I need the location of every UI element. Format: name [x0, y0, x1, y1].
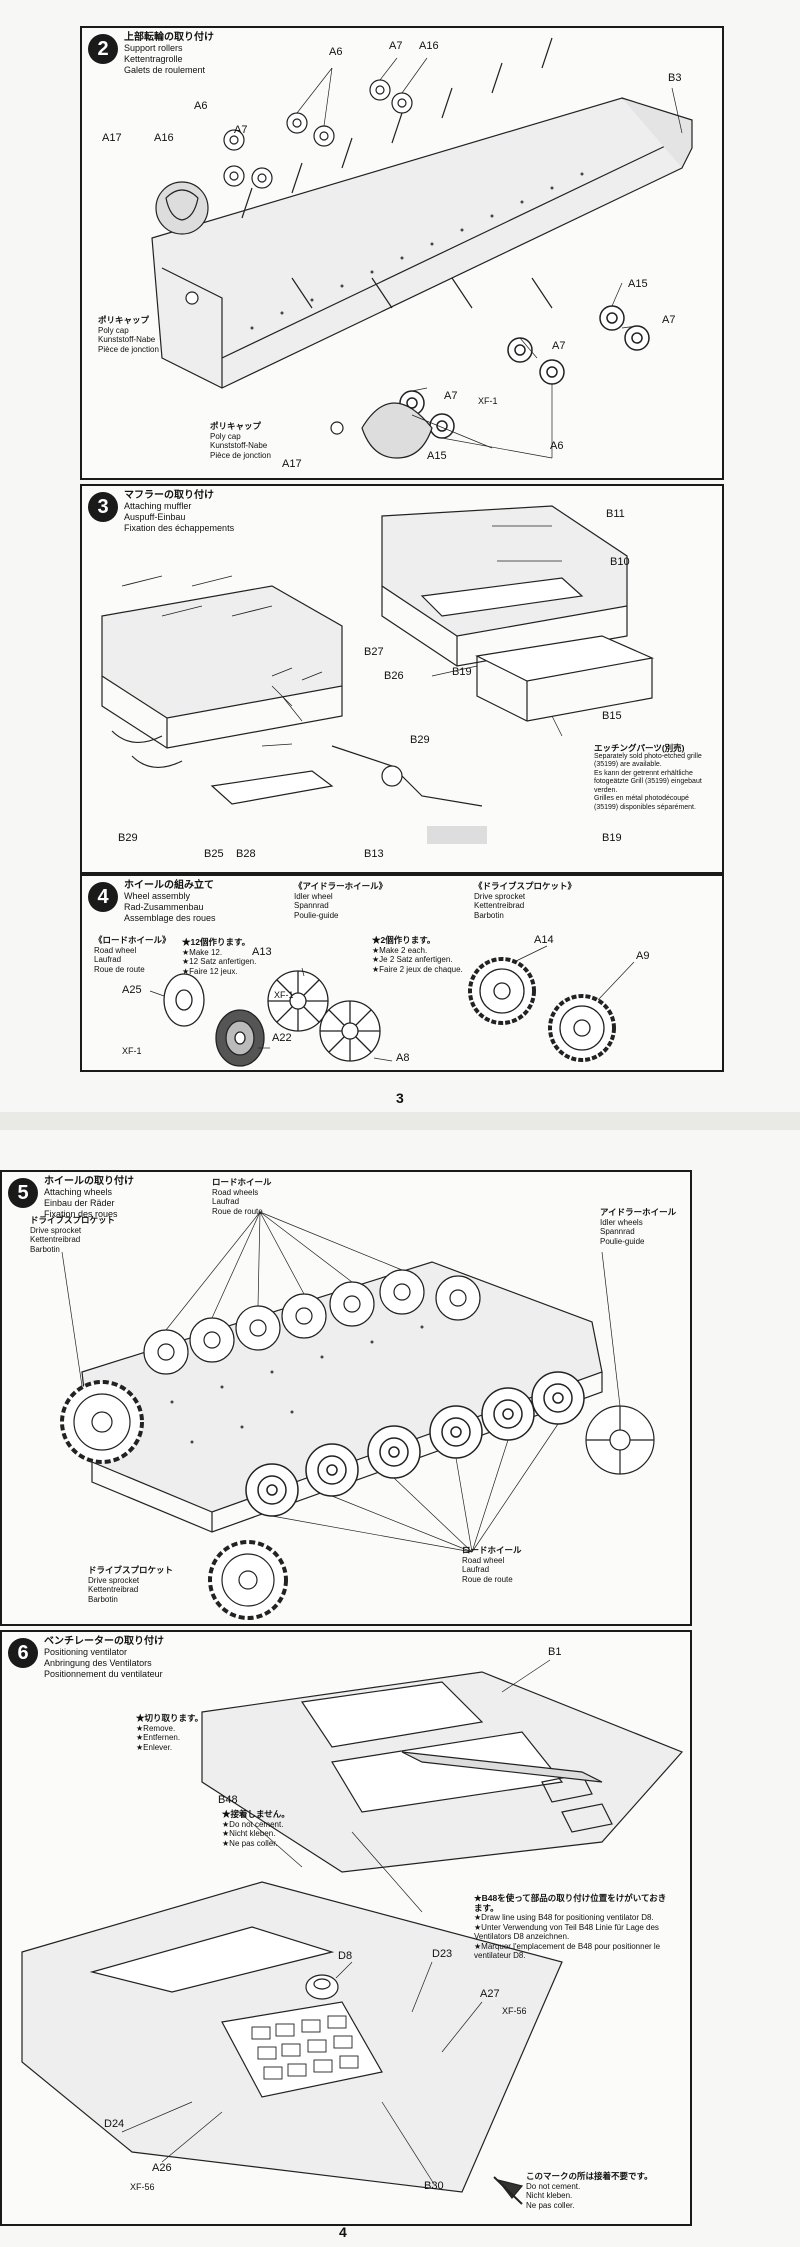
- label-a6-bottom: A6: [550, 440, 564, 452]
- label-b15: B15: [602, 710, 622, 722]
- label-xf56-b: XF-56: [130, 2182, 155, 2192]
- road-wheel-bottom-note: ロードホイール Road wheel Laufrad Roue de route: [462, 1545, 522, 1584]
- sprocket-header: 《ドライブスプロケット》 Drive sprocket Kettentreibr…: [474, 881, 577, 920]
- label-xf1: XF-1: [478, 396, 498, 406]
- step-4-panel: 4 ホイールの組み立て Wheel assembly Rad-Zusammenb…: [80, 874, 724, 1072]
- label-a25: A25: [122, 984, 142, 996]
- label-a6-top: A6: [329, 46, 343, 58]
- road-wheel-header: 《ロードホイール》 Road wheel Laufrad Roue de rou…: [94, 935, 171, 974]
- no-cement-legend: このマークの所は接着不要です。 Do not cement. Nicht kle…: [526, 2171, 653, 2210]
- label-a7-mid: A7: [552, 340, 566, 352]
- step-2-panel: 2 上部転輪の取り付け Support rollers Kettentragro…: [80, 26, 724, 480]
- label-xf1-b: XF-1: [122, 1046, 142, 1056]
- label-b29-right: B29: [410, 734, 430, 746]
- page-number: 3: [396, 1090, 404, 1106]
- sprocket-top-note: ドライブスプロケット Drive sprocket Kettentreibrad…: [30, 1215, 116, 1254]
- step-number: 3: [88, 492, 118, 522]
- step-5-panel: 5 ホイールの取り付け Attaching wheels Einbau der …: [0, 1170, 692, 1626]
- polycap-note-2: ポリキャップ Poly cap Kunststoff-Nabe Pièce de…: [210, 421, 271, 460]
- label-a7-low: A7: [444, 390, 458, 402]
- hull-support-rollers-drawing: [151, 37, 693, 459]
- step-title: 上部転輪の取り付け Support rollers Kettentragroll…: [124, 32, 214, 75]
- label-a27: A27: [480, 1988, 500, 2000]
- step-number: 6: [8, 1638, 38, 1668]
- idler-header: 《アイドラーホイール》 Idler wheel Spannrad Poulie-…: [294, 881, 388, 920]
- label-b1: B1: [548, 1646, 562, 1658]
- label-a22: A22: [272, 1032, 292, 1044]
- label-a26: A26: [152, 2162, 172, 2174]
- label-a8: A8: [396, 1052, 410, 1064]
- page-number: 4: [339, 2224, 347, 2240]
- label-a15-bottom: A15: [427, 450, 447, 462]
- ventilator-drawing: [21, 1659, 684, 2205]
- muffler-drawing: [101, 505, 655, 844]
- label-a15-right: A15: [628, 278, 648, 290]
- label-d24: D24: [104, 2118, 125, 2130]
- step-3-panel: 3 マフラーの取り付け Attaching muffler Auspuff-Ei…: [80, 484, 724, 874]
- step-title: ベンチレーターの取り付け Positioning ventilator Anbr…: [44, 1636, 164, 1679]
- polycap-note-1: ポリキャップ Poly cap Kunststoff-Nabe Pièce de…: [98, 315, 159, 354]
- label-a13: A13: [252, 946, 272, 958]
- idler-wheels-note: アイドラーホイール Idler wheels Spannrad Poulie-g…: [600, 1207, 677, 1246]
- step-title: ホイールの取り付け Attaching wheels Einbau der Rä…: [44, 1176, 134, 1219]
- label-a16-top: A16: [419, 40, 439, 52]
- label-a14: A14: [534, 934, 554, 946]
- label-b26: B26: [384, 670, 404, 682]
- no-cement-note: ★接着しません。 ★Do not cement. ★Nicht kleben. …: [222, 1809, 290, 1848]
- make-12-note: ★12個作ります。 ★Make 12. ★12 Satz anfertigen.…: [182, 937, 257, 976]
- label-a7-left: A7: [234, 124, 248, 136]
- step-title: マフラーの取り付け Attaching muffler Auspuff-Einb…: [124, 490, 235, 533]
- label-b25: B25: [204, 848, 224, 860]
- label-a17-left: A17: [102, 132, 122, 144]
- make-2-note: ★2個作ります。 ★Make 2 each. ★Je 2 Satz anfert…: [372, 935, 463, 974]
- etching-note: エッチングパーツ(別売) Separately sold photo-etche…: [594, 743, 702, 811]
- step-title: ホイールの組み立て Wheel assembly Rad-Zusammenbau…: [124, 880, 216, 923]
- step-number: 4: [88, 882, 118, 912]
- label-a16-left: A16: [154, 132, 174, 144]
- label-b13: B13: [364, 848, 384, 860]
- label-b11: B11: [606, 508, 625, 520]
- label-b19-low: B19: [602, 832, 622, 844]
- remove-note: ★切り取ります。 ★Remove. ★Entfernen. ★Enlever.: [136, 1713, 204, 1752]
- label-d23: D23: [432, 1948, 453, 1960]
- label-b3: B3: [668, 72, 682, 84]
- sprocket-bottom-note: ドライブスプロケット Drive sprocket Kettentreibrad…: [88, 1565, 174, 1604]
- road-wheels-top-note: ロードホイール Road wheels Laufrad Roue de rout…: [212, 1177, 272, 1216]
- label-a9: A9: [636, 950, 650, 962]
- label-a7-right: A7: [662, 314, 676, 326]
- label-b19-mid: B19: [452, 666, 472, 678]
- label-b27: B27: [364, 646, 384, 658]
- instruction-page-4: 5 ホイールの取り付け Attaching wheels Einbau der …: [0, 1130, 800, 2247]
- label-b30: B30: [424, 2180, 444, 2192]
- label-b10: B10: [610, 556, 630, 568]
- label-xf1-a: XF-1: [274, 990, 294, 1000]
- label-xf56-a: XF-56: [502, 2006, 527, 2016]
- label-a7-top: A7: [389, 40, 403, 52]
- step-number: 5: [8, 1178, 38, 1208]
- draw-line-note: ★B48を使って部品の取り付け位置をけがいておきます。 ★Draw line u…: [474, 1893, 667, 1960]
- label-b29-left: B29: [118, 832, 138, 844]
- label-d8: D8: [338, 1950, 353, 1962]
- label-b48: B48: [218, 1794, 238, 1806]
- step-number: 2: [88, 34, 118, 64]
- attaching-wheels-drawing: [60, 1211, 655, 1620]
- label-a17-bottom: A17: [282, 458, 302, 470]
- label-b28: B28: [236, 848, 256, 860]
- wheel-assembly-drawing: [149, 945, 635, 1067]
- instruction-page-3: 2 上部転輪の取り付け Support rollers Kettentragro…: [0, 0, 800, 1112]
- label-a6-left: A6: [194, 100, 208, 112]
- step-6-panel: 6 ベンチレーターの取り付け Positioning ventilator An…: [0, 1630, 692, 2226]
